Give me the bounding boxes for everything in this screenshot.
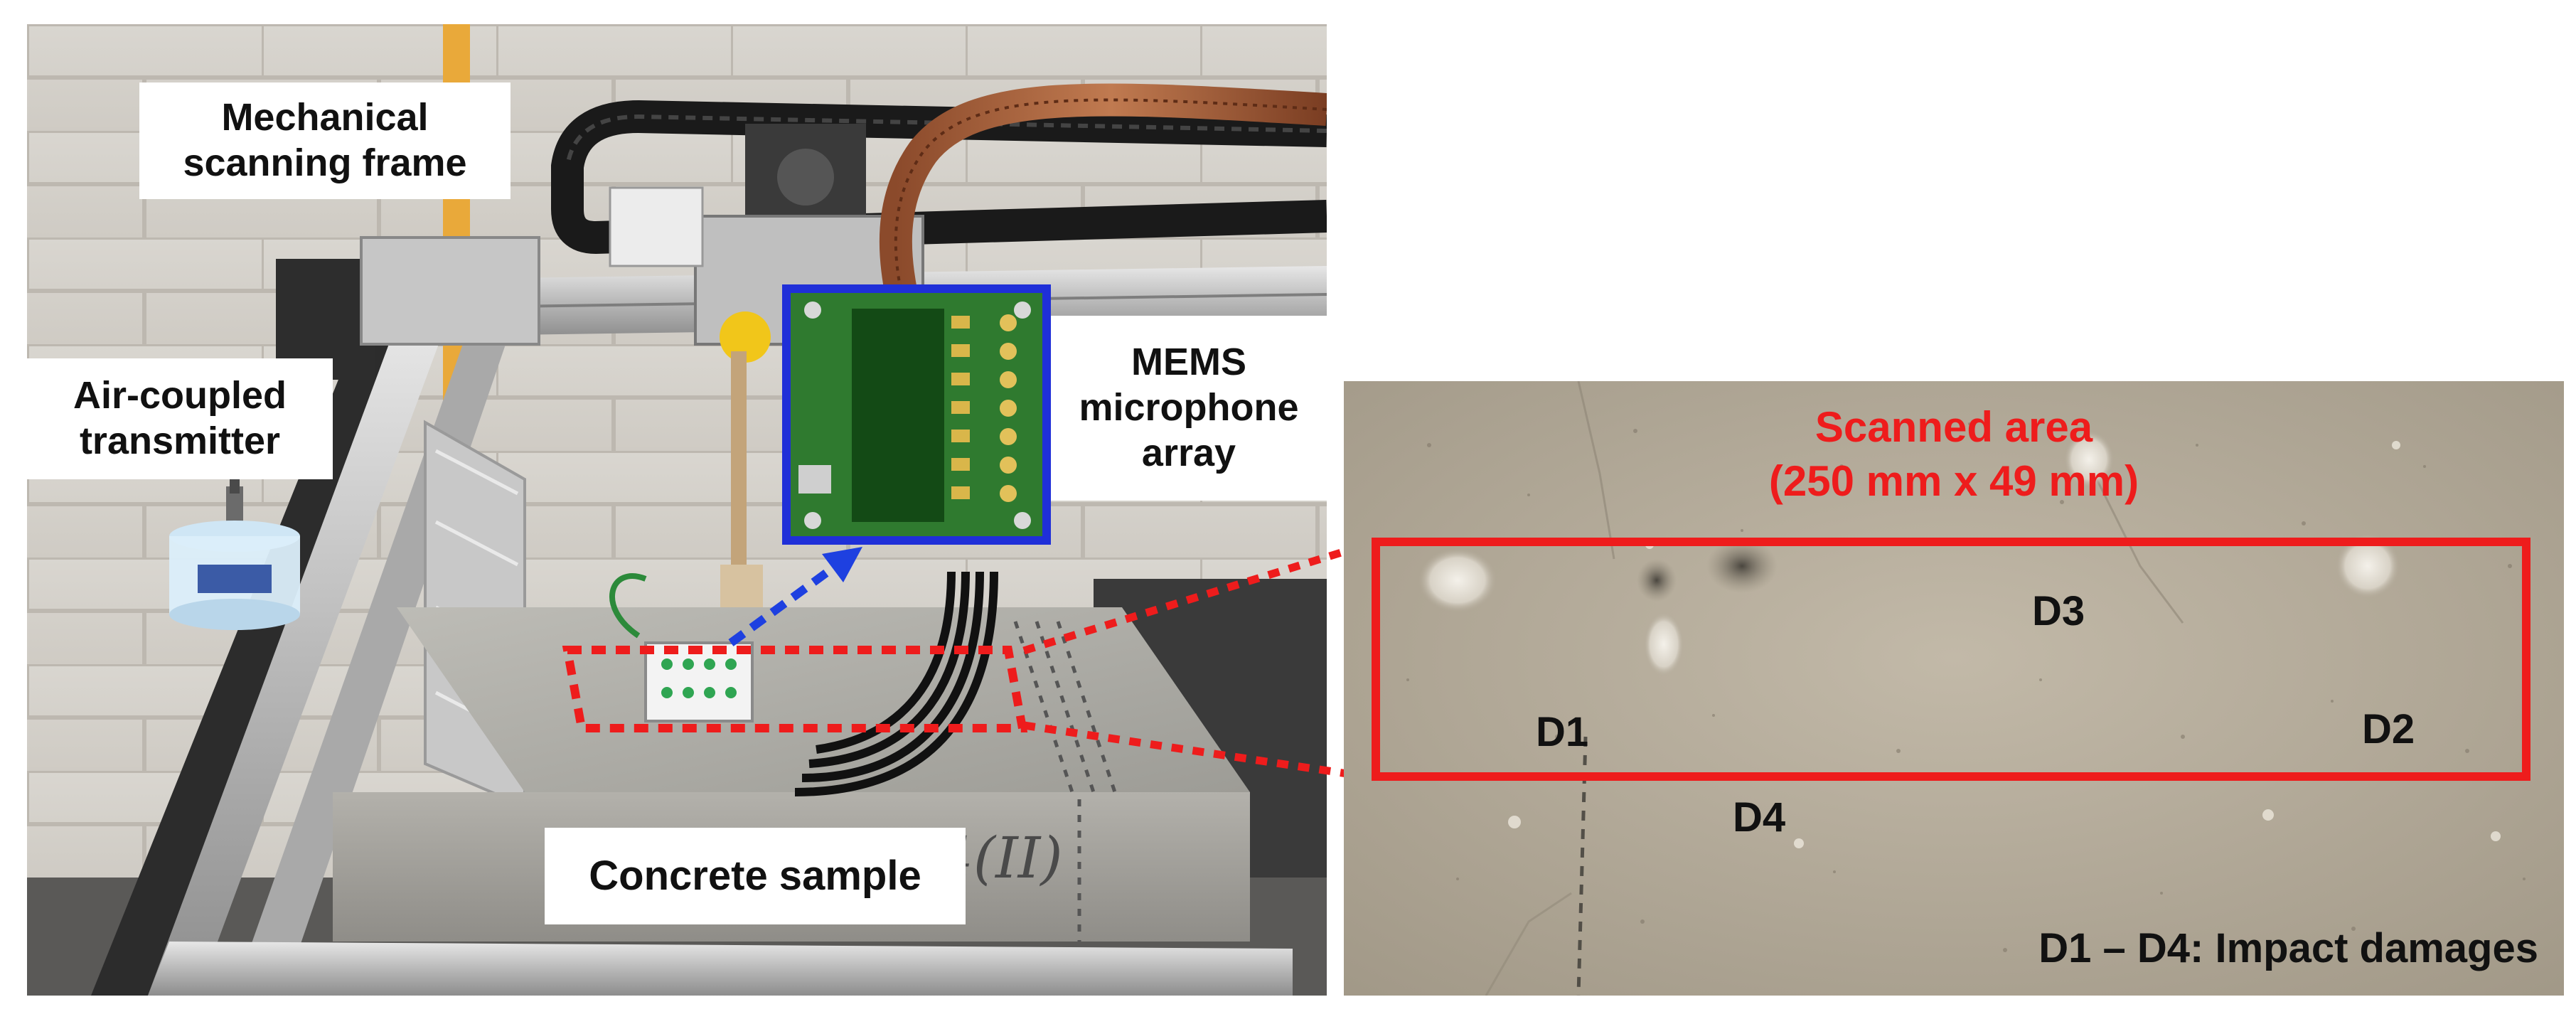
probe-rod xyxy=(731,351,747,565)
bottom-rail xyxy=(148,942,1293,996)
transmitter-device xyxy=(169,444,300,630)
damage-d3 xyxy=(2064,431,2114,488)
label-mems-array: MEMS microphone array xyxy=(1051,316,1327,501)
surface-photo-illustration xyxy=(1344,381,2564,996)
label-d3: D3 xyxy=(2032,588,2085,634)
label-concrete-sample: Concrete sample xyxy=(545,828,966,924)
scanned-area-rect xyxy=(1372,538,2530,781)
zoom-line-bottom xyxy=(1023,721,1377,782)
zoom-line-top xyxy=(1022,538,1377,655)
black-cables xyxy=(794,571,998,796)
scanned-area-title: Scanned area xyxy=(1815,403,2093,451)
concrete-top xyxy=(397,607,1250,792)
damage-d2 xyxy=(2336,534,2400,598)
sensor-block xyxy=(644,641,754,722)
label-d1: D1 xyxy=(1536,709,1589,755)
blue-arrow-head xyxy=(822,547,862,582)
damage-d1 xyxy=(1418,548,1497,612)
dark-spot-2 xyxy=(1637,559,1677,602)
label-d4: D4 xyxy=(1733,794,1786,841)
label-d2: D2 xyxy=(2362,706,2415,752)
damage-legend: D1 – D4: Impact damages xyxy=(2038,925,2538,971)
label-scanning-frame: Mechanical scanning frame xyxy=(139,82,511,199)
setup-photo: 4(II) xyxy=(27,24,1327,996)
scanned-area-dims: (250 mm x 49 mm) xyxy=(1768,457,2139,505)
damage-d4 xyxy=(1644,612,1684,676)
pcb-inset xyxy=(782,284,1051,545)
dark-spot-1 xyxy=(1706,539,1778,593)
scan-region-marker xyxy=(562,646,1028,732)
surface-photo: Scanned area (250 mm x 49 mm) D1 D2 D3 D… xyxy=(1344,381,2564,996)
label-transmitter: Air-coupled transmitter xyxy=(27,358,333,479)
blue-arrow-shaft xyxy=(728,561,840,646)
concrete-surface xyxy=(1344,381,2564,996)
cable-chain xyxy=(551,100,1327,255)
